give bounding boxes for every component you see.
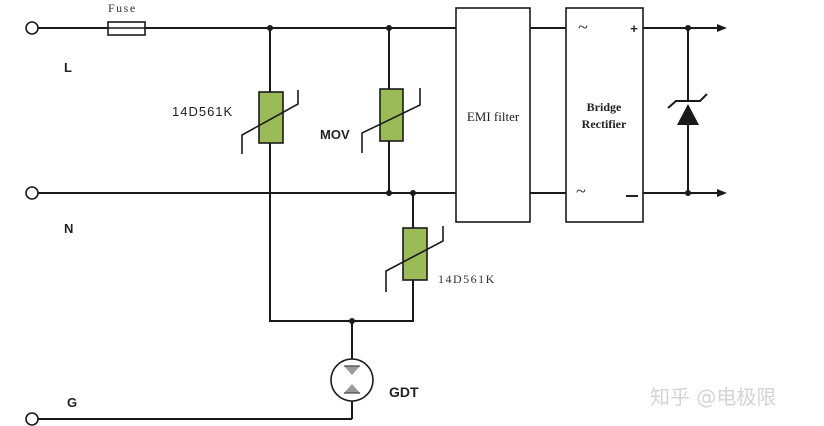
gdt-electrode-bottom: [344, 384, 360, 393]
varistor-ng-label: 14D561K: [438, 272, 496, 286]
bridge-rectifier-block: [565, 7, 644, 223]
gdt: [330, 358, 374, 402]
watermark: 知乎 @电极限: [650, 385, 776, 409]
arrow-right-icon: [717, 24, 727, 32]
varistor-ng-arrow: [385, 226, 444, 292]
bridge-ac-symbol-top: ~: [578, 17, 588, 37]
tvs-cathode-bar: [667, 93, 708, 109]
varistor-mov: [379, 88, 404, 142]
terminal-g-label: G: [67, 395, 77, 410]
terminal-n-label: N: [64, 221, 73, 236]
gdt-electrode-top: [344, 366, 360, 375]
bridge-plus-symbol: +: [630, 21, 638, 36]
varistor-mov-arrow: [361, 88, 421, 153]
varistor-mov-label: MOV: [320, 127, 350, 142]
varistor-ln-arrow: [241, 90, 299, 154]
arrow-right-icon: [717, 189, 727, 197]
bridge-label-line1: Bridge: [587, 100, 622, 114]
varistor-ng: [402, 227, 428, 281]
gdt-label: GDT: [389, 384, 419, 400]
fuse-label: Fuse: [108, 1, 137, 15]
bridge-label-line2: Rectifier: [582, 117, 627, 131]
emi-filter-block: [455, 7, 531, 223]
varistor-ln: [258, 91, 284, 144]
terminal-l: [25, 21, 39, 35]
emi-filter-label: EMI filter: [467, 109, 520, 124]
bridge-ac-symbol-bottom: ~: [576, 181, 586, 201]
varistor-ln-label: 14D561K: [172, 104, 233, 119]
terminal-l-label: L: [64, 60, 72, 75]
junction-dot: [386, 190, 392, 196]
tvs-diode: [677, 104, 699, 125]
terminal-n: [25, 186, 39, 200]
terminal-g: [25, 412, 39, 426]
